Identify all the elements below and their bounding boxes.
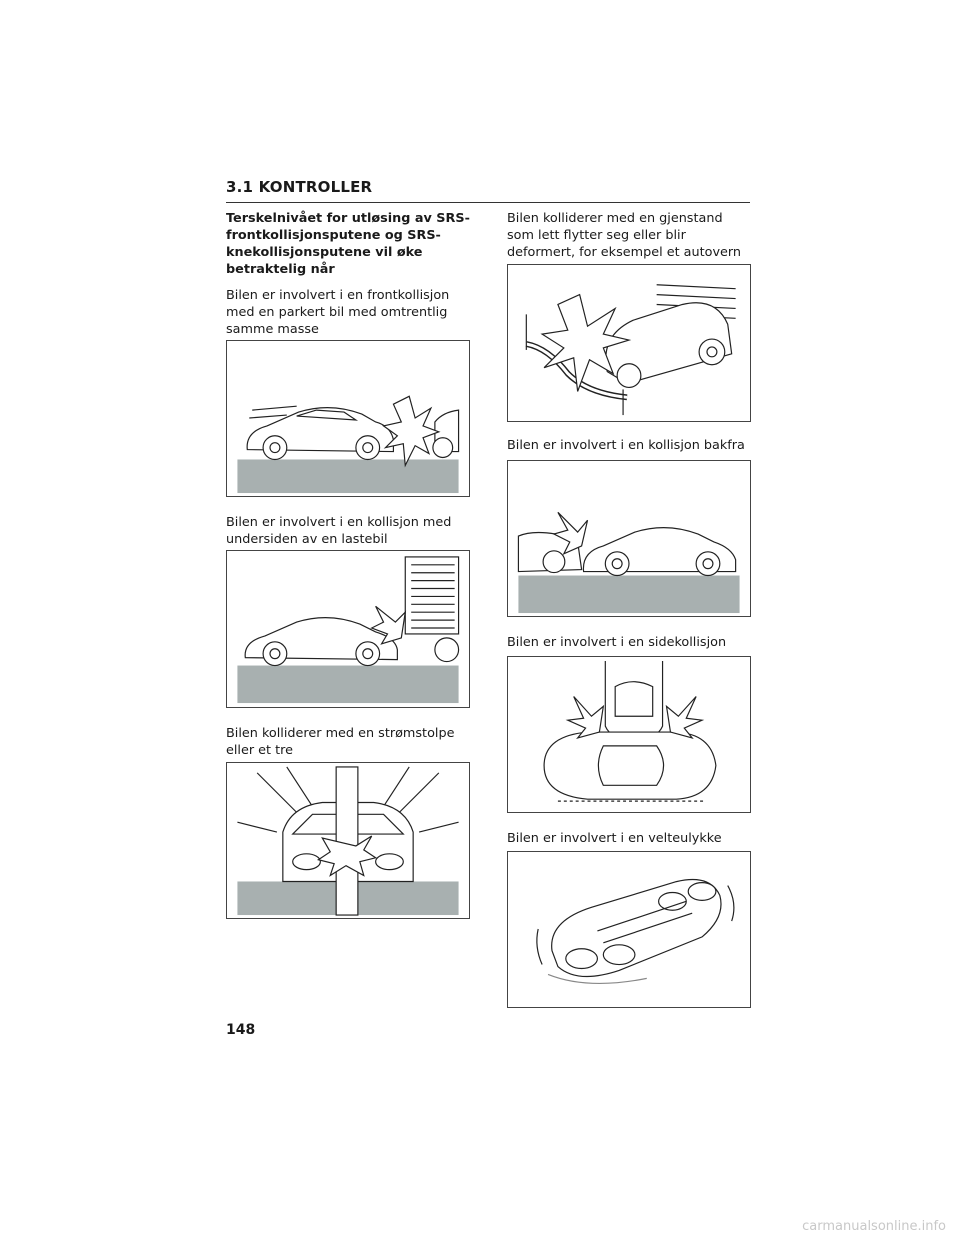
page-number: 148 (226, 1022, 256, 1038)
illustration-rear-collision (507, 460, 751, 617)
caption-guard-rail: Bilen kolliderer med en gjenstand som le… (507, 211, 742, 260)
watermark: carmanualsonline.info (802, 1219, 946, 1234)
caption-side-collision: Bilen er involvert i en sidekollisjon (507, 635, 727, 650)
caption-rear-collision: Bilen er involvert i en kollisjon bakfra (507, 438, 745, 453)
caption-under-truck: Bilen er involvert i en kollisjon med un… (226, 515, 452, 547)
illustration-side-collision (507, 656, 751, 813)
illustration-guard-rail (507, 264, 751, 422)
caption-rollover: Bilen er involvert i en velteulykke (507, 831, 722, 846)
caption-pole-or-tree: Bilen kolliderer med en strømstolpe elle… (226, 726, 455, 758)
section-heading: Terskelnivået for utløsing av SRS-frontk… (226, 211, 470, 277)
header-rule (226, 202, 750, 203)
caption-frontal-parked-car: Bilen er involvert i en frontkollisjon m… (226, 288, 450, 337)
illustration-under-truck (226, 550, 470, 708)
section-header: 3.1 KONTROLLER (226, 178, 750, 203)
illustration-pole-or-tree (226, 762, 470, 919)
illustration-frontal-parked-car (226, 340, 470, 497)
section-title: 3.1 KONTROLLER (226, 178, 373, 196)
illustration-rollover (507, 851, 751, 1008)
